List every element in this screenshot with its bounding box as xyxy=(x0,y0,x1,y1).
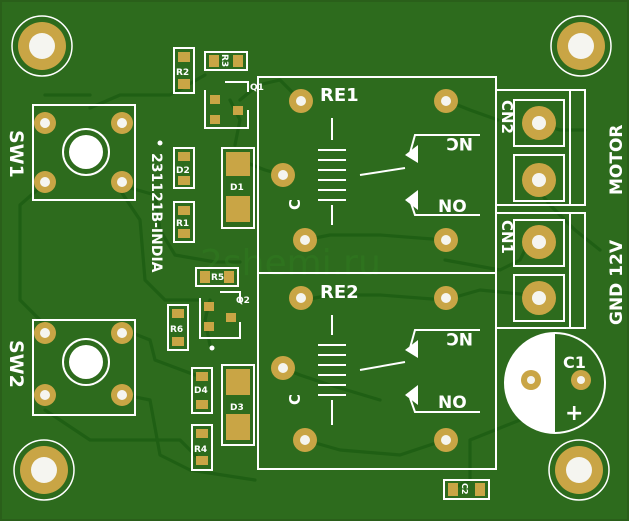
cn1-label: CN1 xyxy=(498,220,516,254)
resistor-r1: R1 xyxy=(173,201,195,243)
sw1-label: SW1 xyxy=(5,130,27,178)
pin1-dot xyxy=(157,140,163,146)
motor-label: MOTOR xyxy=(607,124,627,195)
cn2-label: CN2 xyxy=(498,100,516,134)
resistor-r6: R6 xyxy=(167,304,189,351)
r1-label: R1 xyxy=(176,219,189,229)
mounting-holes xyxy=(11,15,612,501)
relay-re2: RE2 C NC NO xyxy=(257,272,497,470)
c1-label: C1 xyxy=(563,353,586,372)
relay-re1: RE1 C NC NO xyxy=(257,76,497,274)
d3-label: D3 xyxy=(230,403,244,413)
re1-nc-label: NC xyxy=(446,133,473,153)
diode-d4: D4 xyxy=(191,367,213,414)
switch-sw1: SW1 xyxy=(5,104,136,201)
diode-d1: D1 xyxy=(221,147,255,229)
switch-sw2: SW2 xyxy=(5,319,136,416)
diode-d2: D2 xyxy=(173,147,195,189)
mounting-hole-bottom-right xyxy=(555,446,603,494)
transistor-q2: Q2 xyxy=(199,291,250,351)
d2-label: D2 xyxy=(176,166,190,176)
gnd-12v-label: GND 12V xyxy=(607,239,627,325)
d1-label: D1 xyxy=(230,183,244,193)
re2-label: RE2 xyxy=(320,282,359,303)
re1-label: RE1 xyxy=(320,85,359,106)
mounting-hole-bottom-left xyxy=(20,446,68,494)
mounting-hole-top-left xyxy=(18,22,66,70)
board-id-label: 231121B-INDIA xyxy=(148,153,164,273)
capacitor-c2: C2 xyxy=(443,479,490,500)
capacitor-c1: C1 + xyxy=(504,332,606,434)
c1-polarity-mark: + xyxy=(565,401,583,426)
re2-no-label: NO xyxy=(438,393,467,413)
r3-label: R3 xyxy=(219,54,229,67)
q2-label: Q2 xyxy=(236,296,250,306)
mounting-hole-top-right xyxy=(557,22,605,70)
c2-label: C2 xyxy=(460,483,469,494)
resistor-r2: R2 xyxy=(173,47,195,94)
diode-d3: D3 xyxy=(221,364,255,446)
connector-cn1: CN1 GND 12V xyxy=(497,212,627,329)
connector-cn2: CN2 MOTOR xyxy=(497,89,627,206)
transistor-q1: Q1 xyxy=(204,81,264,129)
r6-label: R6 xyxy=(170,325,183,335)
q1-label: Q1 xyxy=(250,83,264,93)
r2-label: R2 xyxy=(176,68,189,78)
resistor-r3: R3 xyxy=(204,51,248,71)
re2-nc-label: NC xyxy=(446,328,473,348)
d4-label: D4 xyxy=(194,386,208,396)
resistor-r4: R4 xyxy=(191,424,213,471)
r5-label: R5 xyxy=(211,273,224,283)
r4-label: R4 xyxy=(194,445,207,455)
re1-coil-mark: C xyxy=(286,199,304,210)
re1-no-label: NO xyxy=(438,197,467,217)
re2-coil-mark: C xyxy=(286,394,304,405)
sw2-label: SW2 xyxy=(5,340,27,388)
resistor-r5: R5 xyxy=(195,267,239,287)
